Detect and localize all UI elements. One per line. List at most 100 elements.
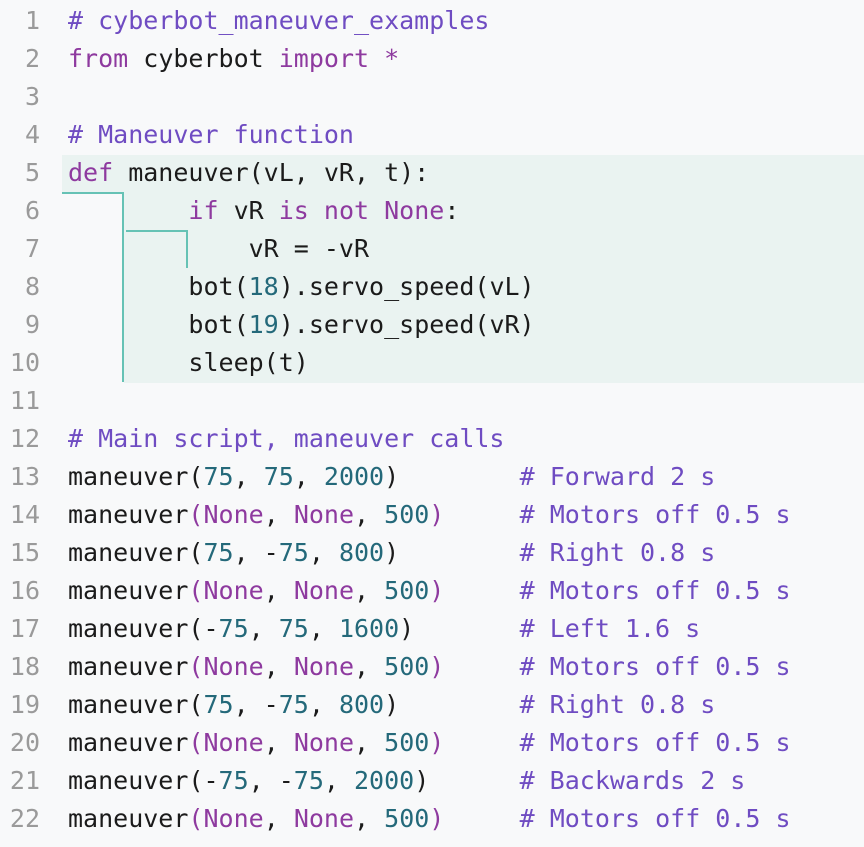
code-token-keyword: if (188, 196, 219, 225)
code-token-number: 500 (384, 576, 430, 605)
code-text[interactable]: if vR is not None: (68, 192, 459, 230)
code-token-name: bot( (68, 272, 249, 301)
code-text[interactable]: maneuver(75, -75, 800) # Right 0.8 s (68, 686, 715, 724)
code-text[interactable]: # cyberbot_maneuver_examples (68, 2, 489, 40)
code-text[interactable]: from cyberbot import * (68, 40, 399, 78)
code-line[interactable]: 1 # cyberbot_maneuver_examples (0, 2, 864, 40)
code-token-name: ) (414, 766, 520, 795)
code-token-name: ).servo_speed(vL) (278, 272, 535, 301)
code-line[interactable]: 13 maneuver(75, 75, 2000) # Forward 2 s (0, 458, 864, 496)
code-text[interactable]: vR = -vR (68, 230, 369, 268)
code-token-const: None (203, 576, 264, 605)
line-number: 8 (24, 272, 40, 301)
code-token-name: , (323, 766, 354, 795)
code-token-name: maneuver( (68, 690, 204, 719)
code-text[interactable]: maneuver(75, 75, 2000) # Forward 2 s (68, 458, 715, 496)
code-token-number: 1600 (338, 614, 400, 643)
code-token-name: : (444, 196, 460, 225)
line-number: 4 (24, 120, 40, 149)
code-token-name: , (354, 728, 385, 757)
code-token-keyword: import (278, 44, 370, 73)
code-token-number: 2000 (323, 462, 385, 491)
line-number: 15 (9, 538, 40, 567)
code-token-comment: # Backwards 2 s (519, 766, 746, 795)
code-token-comment: # Main script, maneuver calls (68, 424, 505, 453)
code-token-name: maneuver(- (68, 766, 219, 795)
line-number: 10 (9, 348, 40, 377)
code-line[interactable]: 10 sleep(t) (0, 344, 864, 382)
code-text[interactable]: maneuver(-75, -75, 2000) # Backwards 2 s (68, 762, 745, 800)
line-number: 9 (24, 310, 40, 339)
code-token-paren2: ) (429, 500, 445, 529)
code-text[interactable]: maneuver(None, None, 500) # Motors off 0… (68, 648, 791, 686)
code-token-name: ) (384, 462, 520, 491)
code-token-comment: # Motors off 0.5 s (519, 576, 791, 605)
code-token-const: None (293, 728, 355, 757)
code-text[interactable]: sleep(t) (68, 344, 309, 382)
code-line[interactable]: 6 if vR is not None: (0, 192, 864, 230)
code-token-name: , - (233, 538, 279, 567)
code-text[interactable]: maneuver(None, None, 500) # Motors off 0… (68, 572, 791, 610)
function-body-highlight (124, 193, 864, 383)
line-number: 1 (24, 6, 40, 35)
code-token-const: None (293, 500, 355, 529)
code-line[interactable]: 17 maneuver(-75, 75, 1600) # Left 1.6 s (0, 610, 864, 648)
line-number: 2 (24, 44, 40, 73)
code-line[interactable]: 2 from cyberbot import * (0, 40, 864, 78)
code-text[interactable]: maneuver(None, None, 500) # Motors off 0… (68, 800, 791, 838)
code-token-paren2: ( (188, 652, 204, 681)
code-token-keyword: is not None (278, 196, 445, 225)
code-token-name (444, 804, 519, 833)
code-line[interactable]: 7 vR = -vR (0, 230, 864, 268)
code-text[interactable]: maneuver(None, None, 500) # Motors off 0… (68, 496, 791, 534)
code-line[interactable]: 12# Main script, maneuver calls (0, 420, 864, 458)
code-token-name: maneuver (68, 728, 189, 757)
code-token-number: 500 (384, 804, 430, 833)
code-text[interactable]: def maneuver(vL, vR, t): (68, 154, 429, 192)
line-number: 17 (9, 614, 40, 643)
code-token-const: None (293, 576, 355, 605)
code-token-keyword: from (68, 44, 129, 73)
code-text[interactable]: bot(19).servo_speed(vR) (68, 306, 534, 344)
code-token-comment: # Motors off 0.5 s (519, 728, 791, 757)
code-token-name: maneuver (68, 500, 189, 529)
code-text[interactable]: maneuver(-75, 75, 1600) # Left 1.6 s (68, 610, 700, 648)
code-line[interactable]: 8 bot(18).servo_speed(vL) (0, 268, 864, 306)
code-line[interactable]: 9 bot(19).servo_speed(vR) (0, 306, 864, 344)
code-line[interactable]: 3 (0, 78, 864, 116)
code-token-comment: # Right 0.8 s (519, 538, 716, 567)
code-token-comment: # Motors off 0.5 s (519, 500, 791, 529)
indent-guide-if-body (186, 230, 188, 268)
code-text[interactable]: maneuver(None, None, 500) # Motors off 0… (68, 724, 791, 762)
code-token-number: 75 (293, 766, 324, 795)
code-token-number: 500 (384, 652, 430, 681)
code-text[interactable]: # Main script, maneuver calls (68, 420, 505, 458)
line-number: 13 (9, 462, 40, 491)
code-text[interactable]: maneuver(75, -75, 800) # Right 0.8 s (68, 534, 715, 572)
code-line[interactable]: 4 # Maneuver function (0, 116, 864, 154)
code-token-name: maneuver (68, 652, 189, 681)
code-token-name: maneuver (68, 804, 189, 833)
code-token-paren2: ( (188, 804, 204, 833)
code-token-number: 800 (338, 690, 385, 719)
code-token-name: cyberbot (128, 44, 279, 73)
code-token-comment: # Left 1.6 s (519, 614, 701, 643)
code-line[interactable]: 15 maneuver(75, -75, 800) # Right 0.8 s (0, 534, 864, 572)
code-line[interactable]: 11 (0, 382, 864, 420)
indent-guide-if (126, 230, 188, 232)
code-token-name: sleep(t) (68, 348, 309, 377)
code-text[interactable]: bot(18).servo_speed(vL) (68, 268, 535, 306)
code-token-comment: # Motors off 0.5 s (519, 652, 791, 681)
code-text[interactable]: # Maneuver function (68, 116, 354, 154)
code-token-name: vR (218, 196, 279, 225)
code-token-paren2: ) (429, 576, 445, 605)
